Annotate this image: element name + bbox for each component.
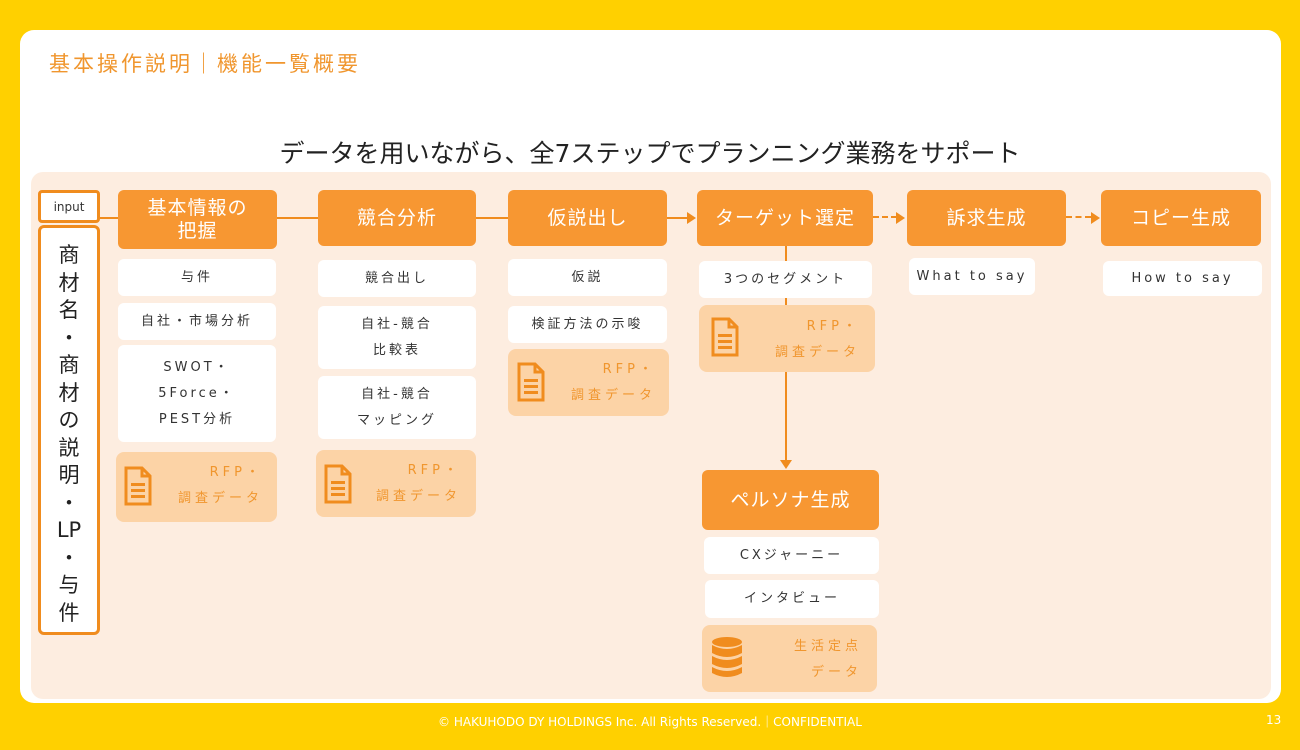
input-tag: input	[38, 190, 100, 223]
arrow-icon	[896, 212, 905, 224]
step-basic-info: 基本情報の 把握	[118, 190, 277, 249]
item-verification: 検証方法の示唆	[508, 306, 667, 343]
data-box-life-data: 生活定点 データ	[702, 625, 877, 692]
step-label: 把握	[177, 219, 218, 242]
dashed-connector	[873, 216, 897, 218]
input-char: ・	[58, 325, 80, 350]
connector-line	[100, 217, 118, 219]
data-label: RFP・ 調査データ	[168, 460, 263, 512]
input-char: 明	[58, 463, 80, 487]
item-mapping: 自社-競合 マッピング	[318, 376, 476, 439]
input-char: 商	[58, 353, 80, 377]
item-line: PEST分析	[158, 411, 236, 427]
connector-line	[277, 217, 318, 219]
item-line: 自社-競合	[361, 386, 433, 402]
step-competitor-analysis: 競合分析	[318, 190, 476, 246]
input-char: ・	[58, 490, 80, 515]
item-line: 自社-競合	[361, 316, 433, 332]
data-label-line: 調査データ	[570, 388, 656, 403]
item-market-analysis: 自社・市場分析	[118, 303, 276, 340]
data-label-line: データ	[810, 665, 862, 680]
data-label-line: 生活定点	[793, 639, 862, 654]
item-comparison-table: 自社-競合 比較表	[318, 306, 476, 369]
item-line: 比較表	[372, 342, 421, 358]
database-icon	[712, 637, 742, 677]
input-char: 与	[58, 573, 80, 597]
input-char: の	[58, 408, 80, 432]
item-line: SWOT・	[163, 359, 231, 375]
data-label: RFP・ 調査データ	[763, 314, 860, 366]
dashed-connector	[1066, 216, 1091, 218]
data-box-rfp: RFP・ 調査データ	[116, 452, 277, 522]
item-hypothesis: 仮説	[508, 259, 667, 296]
input-char: 材	[58, 380, 80, 405]
step-appeal-generation: 訴求生成	[907, 190, 1066, 246]
input-char: 商	[58, 243, 80, 267]
data-box-rfp: RFP・ 調査データ	[508, 349, 669, 416]
footer: © HAKUHODO DY HOLDINGS Inc. All Rights R…	[438, 715, 862, 729]
data-label-line: 調査データ	[774, 345, 860, 360]
page-title: 基本操作説明｜機能一覧概要	[49, 52, 361, 76]
item-what-to-say: What to say	[909, 258, 1035, 295]
item-segments: 3つのセグメント	[699, 261, 872, 298]
item-swot: SWOT・ 5Force・ PEST分析	[118, 345, 276, 442]
data-label-line: RFP・	[209, 465, 263, 480]
input-char: ・	[58, 545, 80, 570]
data-label: RFP・ 調査データ	[366, 458, 461, 510]
step-target-selection: ターゲット選定	[697, 190, 873, 246]
step-persona-generation: ペルソナ生成	[702, 470, 879, 530]
item-competitors: 競合出し	[318, 260, 476, 297]
data-label: RFP・ 調査データ	[558, 357, 656, 409]
page-number: 13	[1266, 713, 1282, 727]
connector-line	[476, 217, 508, 219]
input-char: 名	[58, 298, 80, 322]
document-icon	[711, 317, 739, 357]
input-char: LP	[56, 518, 82, 542]
data-label-line: RFP・	[407, 463, 461, 478]
data-label-line: 調査データ	[177, 491, 263, 506]
data-label-line: 調査データ	[375, 489, 461, 504]
step-hypothesis: 仮説出し	[508, 190, 667, 246]
data-label-line: RFP・	[806, 319, 860, 334]
step-label: 基本情報の	[147, 196, 248, 219]
arrow-icon	[780, 460, 792, 469]
input-char: 件	[58, 600, 80, 625]
document-icon	[124, 466, 152, 506]
headline: データを用いながら、全7ステップでプランニング業務をサポート	[279, 139, 1021, 168]
data-box-rfp: RFP・ 調査データ	[316, 450, 476, 517]
data-label: 生活定点 データ	[772, 634, 862, 686]
connector-line	[667, 217, 687, 219]
document-icon	[324, 464, 352, 504]
input-column: 商 材 名 ・ 商 材 の 説 明 ・ LP ・ 与 件	[38, 225, 100, 635]
item-line: マッピング	[356, 412, 437, 428]
item-how-to-say: How to say	[1103, 261, 1262, 296]
item-interview: インタビュー	[705, 580, 879, 618]
input-char: 説	[58, 435, 80, 460]
item-brief: 与件	[118, 259, 276, 296]
item-line: 5Force・	[158, 385, 236, 401]
data-label-line: RFP・	[602, 362, 656, 377]
arrow-icon	[687, 212, 696, 224]
document-icon	[517, 362, 545, 402]
step-copy-generation: コピー生成	[1101, 190, 1261, 246]
input-char: 材	[58, 270, 80, 295]
data-box-rfp: RFP・ 調査データ	[699, 305, 875, 372]
item-cx-journey: CXジャーニー	[704, 537, 879, 574]
arrow-icon	[1091, 212, 1100, 224]
